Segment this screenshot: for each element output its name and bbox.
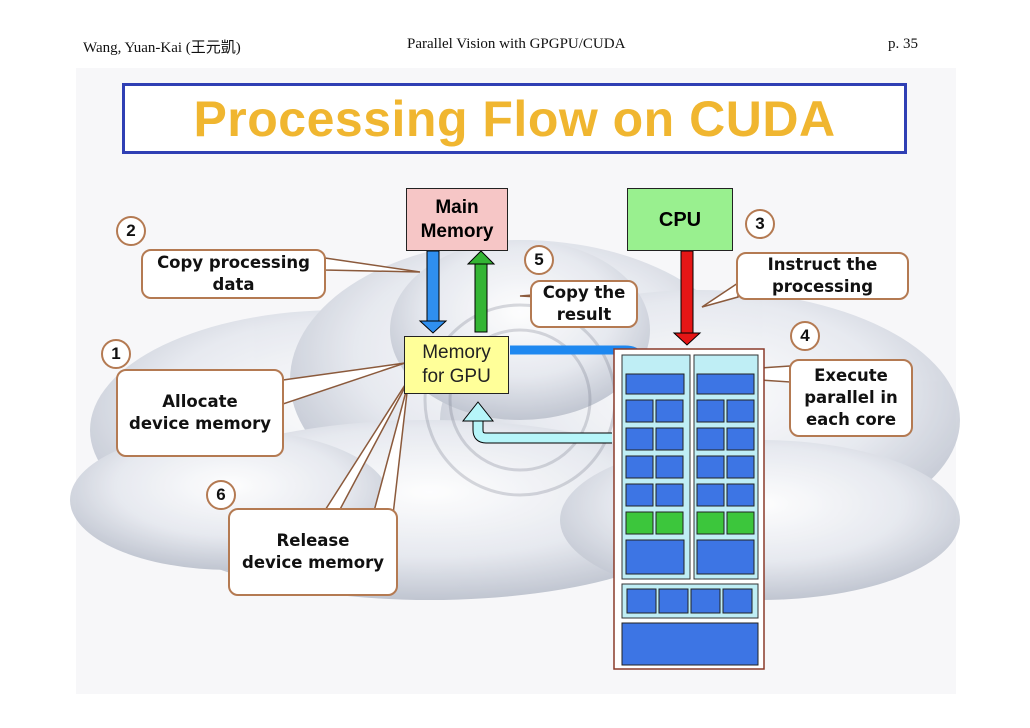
step-2-number: 2 <box>116 216 146 246</box>
step-1-number: 1 <box>101 339 131 369</box>
step-3-callout: Instruct the processing <box>736 252 909 300</box>
step-6-callout: Release device memory <box>228 508 398 596</box>
cpu-block: CPU <box>627 188 733 251</box>
gpu-special-units <box>625 511 755 535</box>
gpu-memory-block: Memory for GPU <box>404 336 509 394</box>
header-course: Parallel Vision with GPGPU/CUDA <box>407 36 626 52</box>
step-4-number: 4 <box>790 321 820 351</box>
return-arrow <box>461 401 612 444</box>
step-4-callout: Execute parallel in each core <box>789 359 913 437</box>
copy-result-arrow <box>466 250 496 333</box>
step-5-callout: Copy the result <box>530 280 638 328</box>
title-frame: Processing Flow on CUDA <box>122 83 907 154</box>
step-1-callout: Allocate device memory <box>116 369 284 457</box>
copy-data-arrow <box>418 250 448 334</box>
gpu-cores <box>625 399 755 507</box>
instruct-arrow <box>672 250 702 346</box>
step-3-number: 3 <box>745 209 775 239</box>
header-page-number: p. 35 <box>888 36 918 52</box>
header-author: Wang, Yuan-Kai (王元凱) <box>83 40 241 56</box>
step-6-number: 6 <box>206 480 236 510</box>
main-memory-block: Main Memory <box>406 188 508 251</box>
slide-title: Processing Flow on CUDA <box>193 91 836 147</box>
step-5-number: 5 <box>524 245 554 275</box>
step-2-callout: Copy processing data <box>141 249 326 299</box>
